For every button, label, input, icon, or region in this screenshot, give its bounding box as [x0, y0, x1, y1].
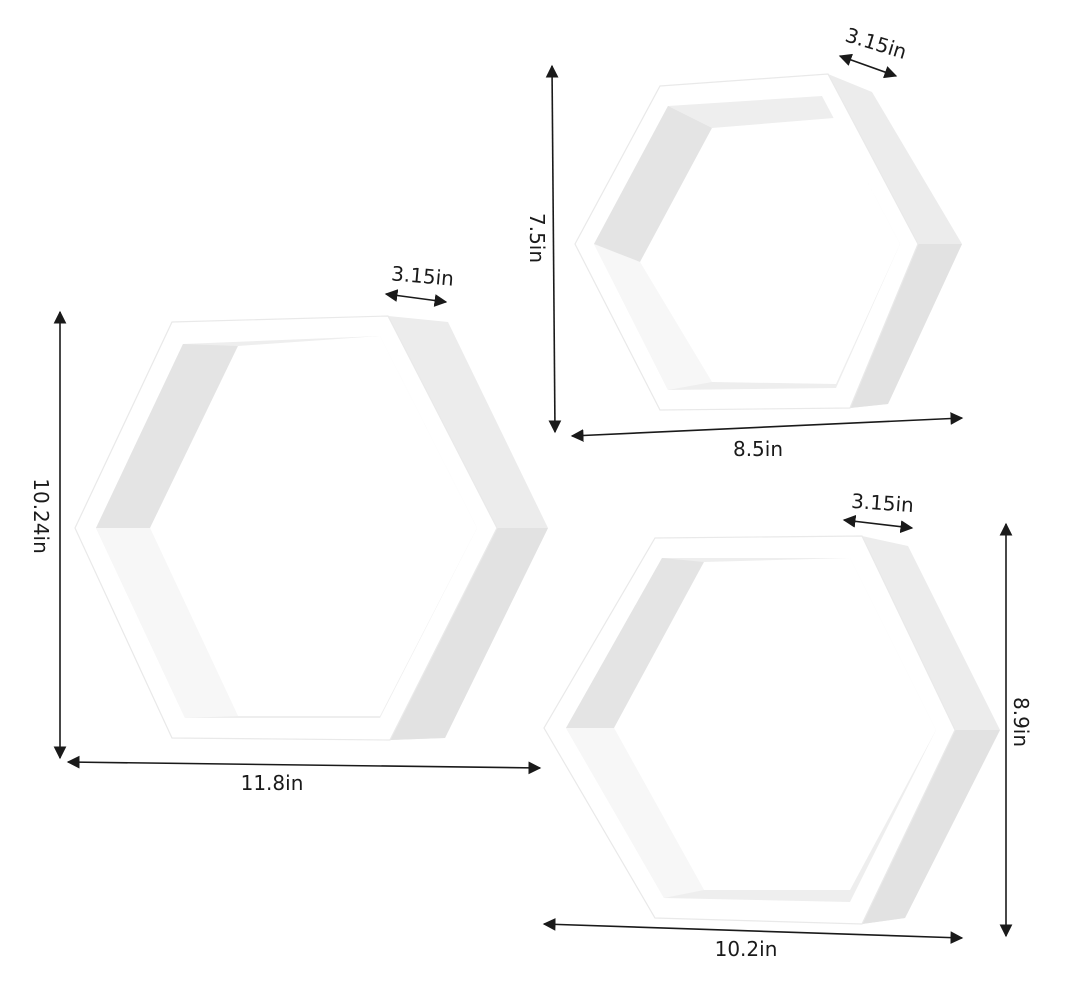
shelf-medium-opening	[614, 558, 936, 890]
shelf-small-inner-wall-lower	[594, 244, 712, 390]
dimension-line-medium-width	[542, 917, 964, 945]
label-large-width: 11.8in	[241, 771, 304, 795]
shelf-medium-inner-wall-lower	[566, 728, 704, 898]
label-small-height: 7.5in	[525, 213, 549, 263]
label-medium-depth: 3.15in	[850, 489, 914, 517]
shelf-small-opening	[640, 118, 900, 384]
dimension-line-small-depth	[838, 53, 898, 79]
dimension-line-small-height	[545, 64, 562, 434]
shelf-small	[574, 73, 962, 411]
dimension-line-small-width	[570, 412, 964, 442]
shelf-small-inner-wall-left	[594, 106, 712, 262]
shelf-medium-inner-wall-left	[566, 558, 704, 728]
shelf-large-inner-wall-lower	[96, 528, 238, 718]
label-small-depth: 3.15in	[843, 23, 910, 64]
label-small-width: 8.5in	[733, 437, 783, 461]
dimension-line-large-depth	[384, 289, 448, 307]
shelf-large-side-face-lower	[390, 528, 548, 740]
shelf-large-inner-wall-left	[96, 344, 238, 528]
dimension-line-medium-depth	[842, 514, 914, 534]
label-medium-height: 8.9in	[1009, 697, 1033, 747]
shelf-large	[74, 315, 548, 741]
shelf-large-opening	[150, 336, 477, 716]
label-medium-width: 10.2in	[715, 937, 778, 961]
shelf-medium-side-face-lower	[862, 730, 1000, 924]
shelf-medium	[543, 535, 1000, 925]
shelf-small-side-face-lower	[850, 244, 962, 408]
dimension-line-large-width	[66, 755, 542, 775]
label-large-height: 10.24in	[29, 478, 53, 554]
label-large-depth: 3.15in	[390, 261, 455, 290]
